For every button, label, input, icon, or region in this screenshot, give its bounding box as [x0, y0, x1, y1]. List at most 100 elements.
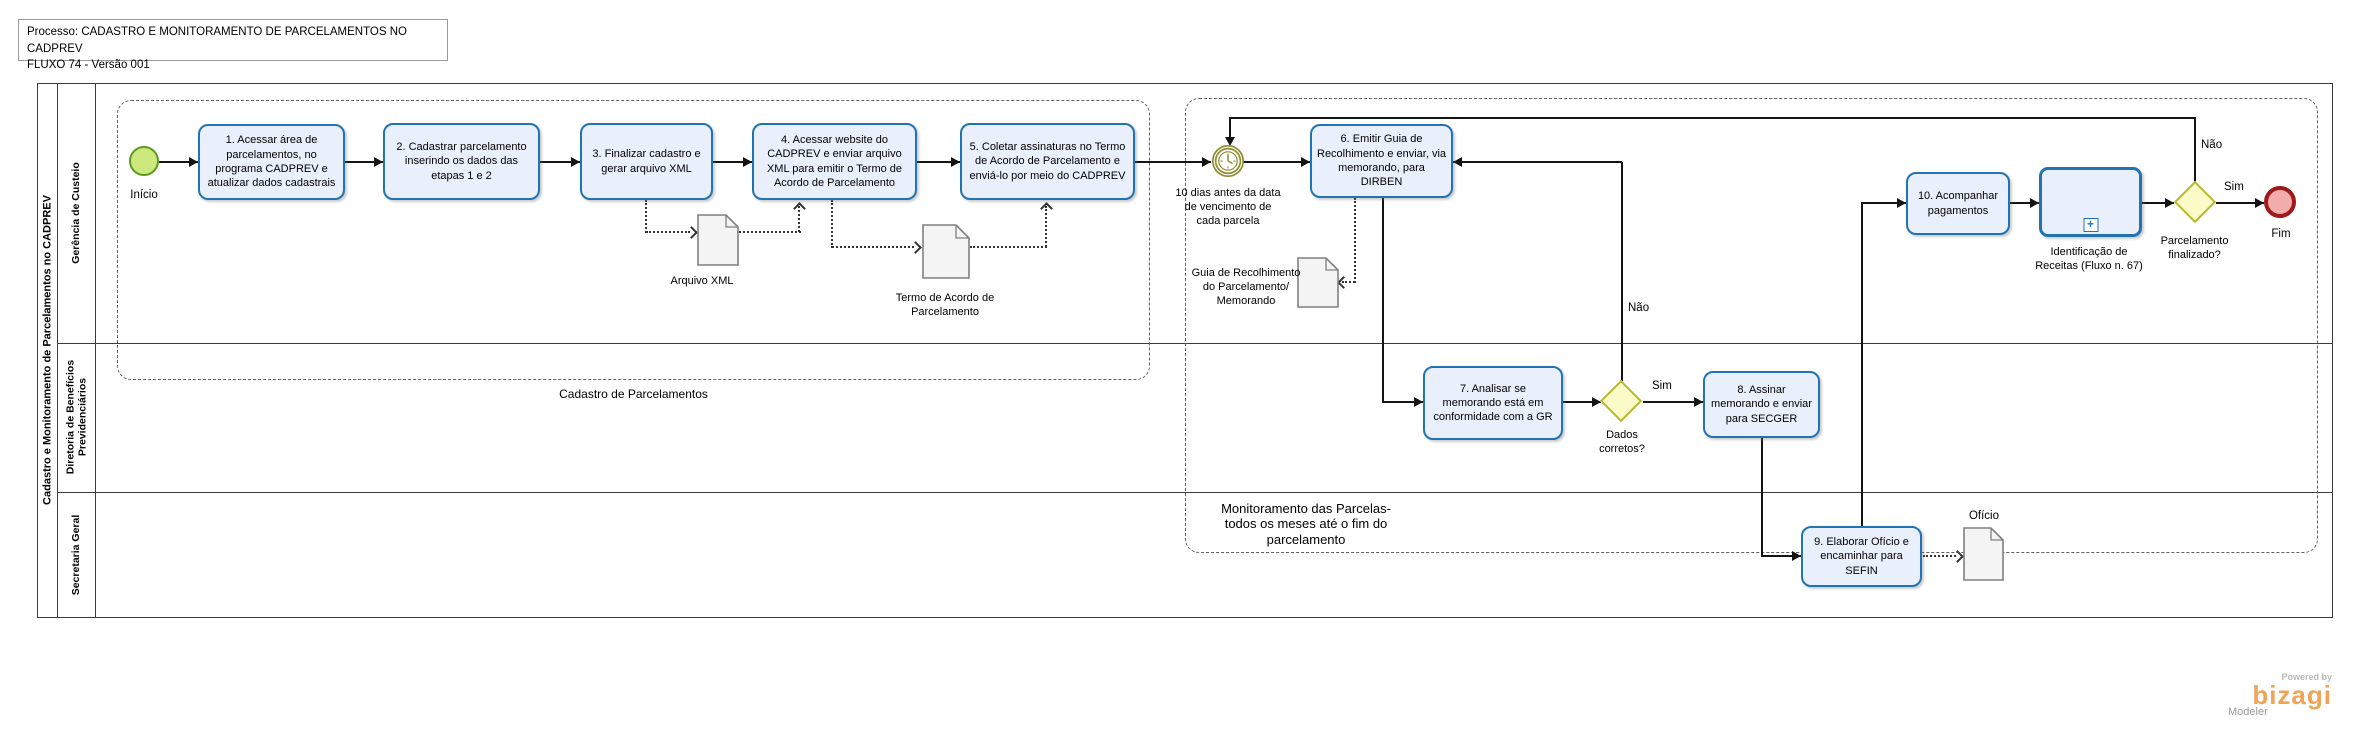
- document-icon: [1963, 527, 2004, 581]
- lane-divider-1: [57, 343, 2333, 344]
- flow-segment: [917, 161, 960, 163]
- flow-segment: [1135, 161, 1211, 163]
- document-icon: [697, 214, 739, 266]
- gateway-parcelamento-label: Parcelamento finalizado?: [2160, 235, 2229, 262]
- document-icon: [922, 224, 970, 279]
- task-2[interactable]: 2. Cadastrar parcelamento inserindo os d…: [383, 123, 540, 200]
- powered-by-text: Powered by: [2281, 672, 2332, 682]
- association-segment: [646, 231, 690, 233]
- association-segment: [645, 200, 647, 233]
- timer-event-label: 10 dias antes da data de vencimento de c…: [1175, 187, 1281, 228]
- task-9[interactable]: 9. Elaborar Ofício e encaminhar para SEF…: [1801, 526, 1922, 587]
- bizagi-modeler-text: Modeler: [2228, 706, 2268, 718]
- start-event[interactable]: [129, 146, 159, 176]
- task-1[interactable]: 1. Acessar área de parcelamentos, no pro…: [198, 124, 345, 200]
- flow-segment: [1861, 202, 1906, 204]
- arrowhead: [1301, 157, 1310, 167]
- task-10[interactable]: 10. Acompanhar pagamentos: [1906, 172, 2010, 235]
- flow-segment: [540, 161, 580, 163]
- group-monitoramento-parcelas: [1185, 98, 2318, 553]
- pool-label: Cadastro e Monitoramento de Parcelamento…: [41, 195, 54, 505]
- flow-segment: [2216, 202, 2264, 204]
- start-event-label: Início: [130, 189, 158, 201]
- association-segment: [970, 246, 1047, 248]
- document-oficio[interactable]: [1963, 527, 2004, 586]
- gateway-dados-label: Dados corretos?: [1599, 429, 1645, 456]
- flow-segment: [1230, 117, 2196, 119]
- flow-segment: [2010, 202, 2039, 204]
- arrowhead: [1202, 157, 1211, 167]
- document-termo-acordo[interactable]: [922, 224, 970, 284]
- flow-segment: [1229, 117, 1231, 142]
- lane-label-divider: [95, 83, 96, 618]
- arrowhead: [1592, 397, 1601, 407]
- bizagi-logo: bizagi: [2252, 680, 2332, 710]
- flow-segment: [159, 161, 198, 163]
- arrowhead: [1792, 551, 1801, 561]
- flow-segment: [1243, 161, 1310, 163]
- arrowhead: [2030, 198, 2039, 208]
- subprocess-plus-icon[interactable]: +: [2083, 218, 2098, 232]
- clock-icon: [1211, 144, 1245, 178]
- document-oficio-label: Ofício: [1968, 510, 2000, 522]
- flow-segment: [345, 161, 383, 163]
- association-segment: [1354, 198, 1356, 283]
- task-5[interactable]: 5. Coletar assinaturas no Termo de Acord…: [960, 123, 1135, 200]
- document-guia-recolhimento[interactable]: [1297, 257, 1339, 313]
- bizagi-branding: Powered by bizagi Modeler: [2218, 672, 2332, 718]
- arrowhead: [1453, 157, 1462, 167]
- label-sim-1: Sim: [1652, 380, 1672, 392]
- flow-segment: [1761, 438, 1763, 556]
- document-guia-recolhimento-label: Guia de Recolhimento do Parcelamento/ Me…: [1191, 267, 1301, 308]
- association-segment: [798, 206, 800, 232]
- flow-segment: [2194, 117, 2196, 188]
- task-6[interactable]: 6. Emitir Guia de Recolhimento e enviar,…: [1310, 124, 1453, 198]
- process-title-box: Processo: CADASTRO E MONITORAMENTO DE PA…: [18, 19, 448, 71]
- document-icon: [1297, 257, 1339, 308]
- flow-segment: [1643, 401, 1703, 403]
- lane-divider-2: [57, 492, 2333, 493]
- flow-segment: [1453, 161, 1622, 163]
- association-segment: [832, 246, 914, 248]
- pool-label-divider: [57, 83, 58, 618]
- document-arquivo-xml[interactable]: [697, 214, 739, 271]
- process-version: FLUXO 74 - Versão 001: [27, 59, 150, 72]
- pool: [37, 83, 2333, 618]
- flow-segment: [713, 161, 752, 163]
- association-segment: [831, 200, 833, 248]
- label-nao-2: Não: [2201, 139, 2223, 151]
- timer-event[interactable]: [1211, 144, 1245, 178]
- arrowhead: [951, 157, 960, 167]
- task-4[interactable]: 4. Acessar website do CADPREV e enviar a…: [752, 123, 917, 200]
- group-cadastro-de-parcelamentos: [117, 100, 1150, 380]
- arrowhead: [743, 157, 752, 167]
- association-segment: [1923, 555, 1956, 557]
- document-termo-acordo-label: Termo de Acordo de Parcelamento: [895, 292, 995, 319]
- arrowhead: [1694, 397, 1703, 407]
- arrowhead: [1897, 198, 1906, 208]
- arrowhead: [1414, 397, 1423, 407]
- lane-label-diretoria-beneficios: Diretoria de Benefícios Previdenciários: [63, 359, 88, 475]
- arrowhead: [2165, 198, 2174, 208]
- flow-segment: [1382, 401, 1423, 403]
- association-segment: [1342, 281, 1355, 283]
- flow-segment: [1861, 203, 1863, 526]
- arrowhead: [571, 157, 580, 167]
- label-nao-1: Não: [1628, 302, 1650, 314]
- label-sim-2: Sim: [2224, 181, 2244, 193]
- document-arquivo-xml-label: Arquivo XML: [670, 275, 734, 287]
- group-monitoramento-label: Monitoramento das Parcelas- todos os mes…: [1221, 501, 1391, 547]
- arrowhead: [374, 157, 383, 167]
- subprocess-identificacao-receitas[interactable]: +: [2039, 167, 2142, 237]
- end-event[interactable]: [2264, 186, 2296, 218]
- association-segment: [739, 231, 801, 233]
- end-event-label: Fim: [2271, 228, 2291, 240]
- task-8[interactable]: 8. Assinar memorando e enviar para SECGE…: [1703, 371, 1820, 438]
- flow-segment: [1621, 162, 1623, 381]
- task-3[interactable]: 3. Finalizar cadastro e gerar arquivo XM…: [580, 123, 713, 200]
- flow-segment: [2142, 202, 2174, 204]
- association-segment: [1045, 206, 1047, 247]
- arrowhead: [1225, 137, 1235, 146]
- task-7[interactable]: 7. Analisar se memorando está em conform…: [1423, 366, 1563, 440]
